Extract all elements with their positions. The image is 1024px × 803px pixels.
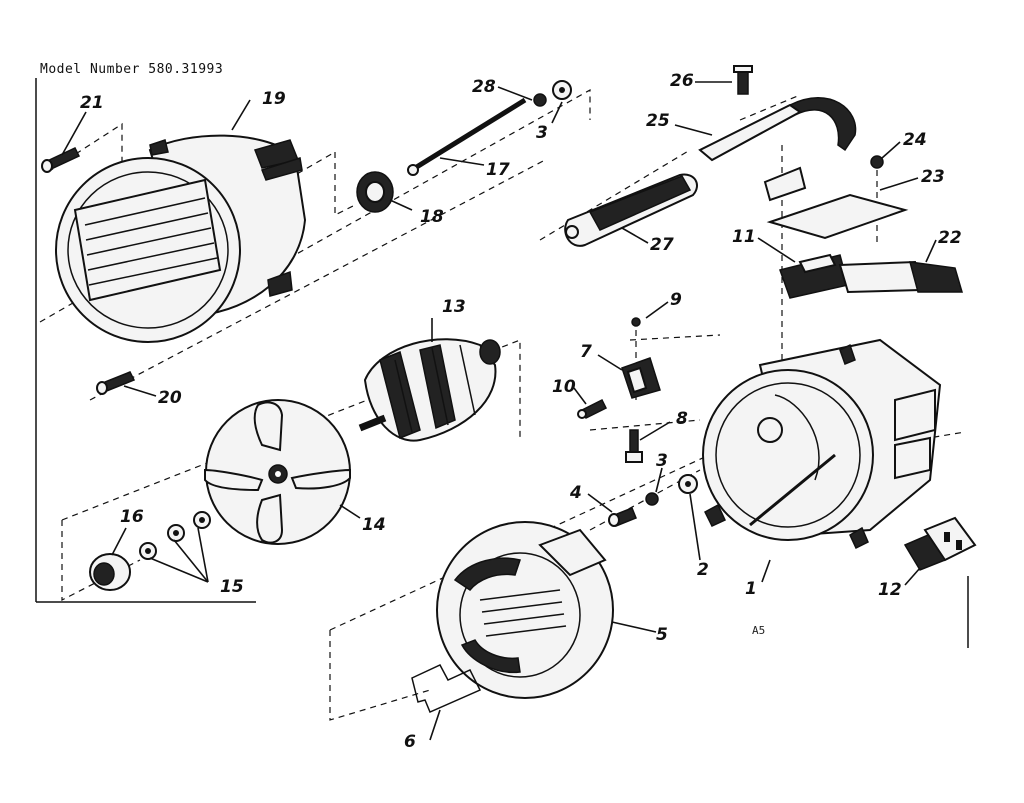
washers-part-15 — [139, 511, 211, 560]
callout-10: 10 — [552, 377, 576, 397]
callout-16: 16 — [120, 507, 144, 527]
callout-1: 1 — [745, 579, 757, 599]
brush-part-8 — [625, 429, 643, 463]
callout-24: 24 — [903, 130, 927, 150]
callout-19: 19 — [262, 89, 286, 109]
plate-part-23 — [766, 193, 909, 240]
callout-22: 22 — [938, 228, 962, 248]
callout-7: 7 — [580, 342, 592, 362]
callout-11: 11 — [732, 227, 756, 247]
armature-part-13 — [358, 338, 501, 442]
callout-4: 4 — [569, 483, 582, 503]
screw-part-26 — [733, 65, 753, 95]
washer-part-3-top — [552, 80, 572, 100]
handle-bracket-part-25 — [698, 97, 857, 202]
cord-part-22 — [838, 260, 963, 294]
screw-part-21 — [41, 147, 81, 173]
plug-part-12 — [903, 516, 977, 571]
callout-17: 17 — [486, 160, 510, 180]
callout-27: 27 — [650, 235, 674, 255]
through-bolt-part-17 — [407, 97, 527, 176]
callout-26: 26 — [670, 71, 694, 91]
callout-2: 2 — [697, 560, 709, 580]
stator-part-5 — [436, 521, 614, 699]
callout-9: 9 — [670, 290, 682, 310]
end-cover-part-19 — [55, 134, 307, 343]
callout-21: 21 — [80, 93, 104, 113]
callout-6: 6 — [404, 732, 416, 752]
screw-part-20 — [96, 371, 136, 395]
callout-23: 23 — [921, 167, 945, 187]
screw-part-9 — [631, 317, 641, 327]
bearing-part-18 — [356, 171, 394, 213]
callout-14: 14 — [362, 515, 386, 535]
leader-lines — [61, 81, 937, 741]
callout-18: 18 — [420, 207, 444, 227]
fan-part-14 — [204, 399, 351, 545]
washer-part-2 — [678, 474, 698, 494]
callout-25: 25 — [646, 111, 670, 131]
insulator-part-6 — [411, 664, 482, 713]
callout-28: 28 — [472, 77, 496, 97]
nut-part-28 — [533, 93, 547, 107]
callout-12: 12 — [878, 580, 902, 600]
drawing-code: A5 — [752, 624, 766, 637]
callout-8: 8 — [676, 409, 688, 429]
callout-numbers: 21 19 28 3 17 18 13 26 25 24 23 11 22 27… — [80, 71, 962, 752]
brush-holder-part-7 — [621, 357, 661, 399]
screw-part-10 — [577, 398, 608, 420]
switch-part-11 — [779, 253, 849, 299]
frame-lines — [35, 78, 969, 648]
callout-20: 20 — [158, 388, 182, 408]
bearing-part-16 — [89, 553, 131, 591]
callout-5: 5 — [656, 625, 668, 645]
callout-13: 13 — [442, 297, 466, 317]
screw-part-24 — [870, 155, 884, 169]
callout-15: 15 — [220, 577, 244, 597]
callout-3-lower: 3 — [656, 451, 668, 471]
washer-part-3-lower — [645, 492, 659, 506]
model-number-label: Model Number 580.31993 — [40, 62, 224, 77]
handle-part-27 — [564, 173, 698, 247]
callout-3-top: 3 — [536, 123, 548, 143]
housing-part-1 — [702, 338, 942, 550]
screw-part-4 — [608, 507, 637, 527]
